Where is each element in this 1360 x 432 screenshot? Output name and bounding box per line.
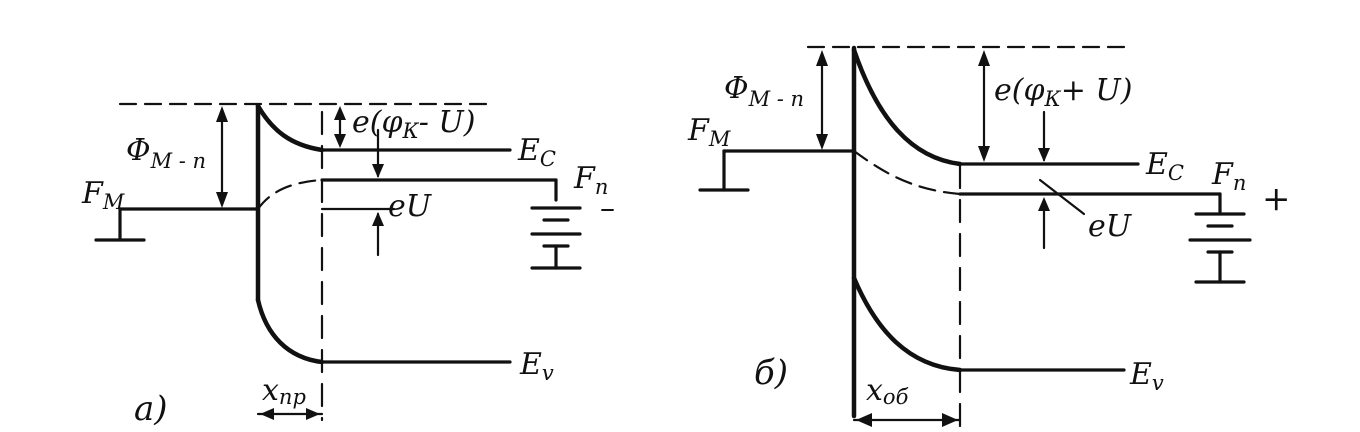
ec-label-a: EС: [517, 133, 556, 171]
eu-arrow-bottom-head: [372, 212, 384, 226]
eu-leader-line-b: [1038, 178, 1086, 216]
panel-tag-b: б): [754, 353, 788, 393]
eu-label-b: eU: [1088, 209, 1133, 244]
panel-b: ΦМ - п FМ e(φК+ U) EС Fп + eU Ev xоб б): [687, 45, 1291, 430]
conduction-band-bend: [255, 103, 325, 153]
ev-label-b: Ev: [1129, 357, 1164, 395]
phi-arrow-head-up-b: [816, 50, 828, 66]
width-arrow-right-b: [942, 413, 958, 427]
fm-label-a: FМ: [81, 176, 125, 214]
plus-sign-b: +: [1262, 179, 1291, 219]
valence-band-bend: [255, 297, 325, 365]
barrier-label-b: e(φК+ U): [994, 73, 1132, 111]
barrier-label-a: e(φК- U): [352, 105, 475, 143]
barrier-arrow-down: [334, 134, 346, 148]
width-arrow-left-b: [856, 413, 872, 427]
eu-arrow-top-head-b: [1038, 148, 1050, 162]
phi-label-a: ΦМ - п: [126, 133, 206, 173]
ev-label-a: Ev: [519, 347, 554, 385]
panel-a: ΦМ - п FМ e(φК- U) EС Fп – eU Ev xпр а): [81, 102, 615, 429]
barrier-arrow-down-b: [978, 146, 990, 162]
fermi-bend-dashed: [256, 178, 324, 211]
valence-band-bend-b: [851, 275, 963, 373]
width-arrow-left: [260, 408, 274, 420]
barrier-arrow-up: [334, 106, 346, 120]
fm-label-b: FМ: [687, 113, 731, 151]
eu-label-a: eU: [388, 189, 433, 224]
fn-label-b: Fп: [1211, 157, 1246, 195]
eu-arrow-bottom-head-b: [1038, 197, 1050, 211]
width-label-b: xоб: [866, 373, 909, 409]
phi-label-b: ΦМ - п: [724, 71, 804, 111]
fn-label-a: Fп: [573, 161, 608, 199]
conduction-band-bend-b: [851, 47, 963, 167]
phi-arrow-head-down: [216, 192, 228, 208]
width-arrow-right: [306, 408, 320, 420]
panel-tag-a: а): [134, 389, 168, 429]
minus-sign-a: –: [600, 191, 615, 226]
barrier-arrow-up-b: [978, 50, 990, 66]
phi-arrow-head-down-b: [816, 134, 828, 150]
width-label-a: xпр: [262, 373, 306, 409]
phi-arrow-head-up: [216, 106, 228, 122]
eu-arrow-top-head: [372, 164, 384, 178]
ec-label-b: EС: [1145, 147, 1184, 185]
fermi-bend-dashed-b: [852, 149, 962, 196]
